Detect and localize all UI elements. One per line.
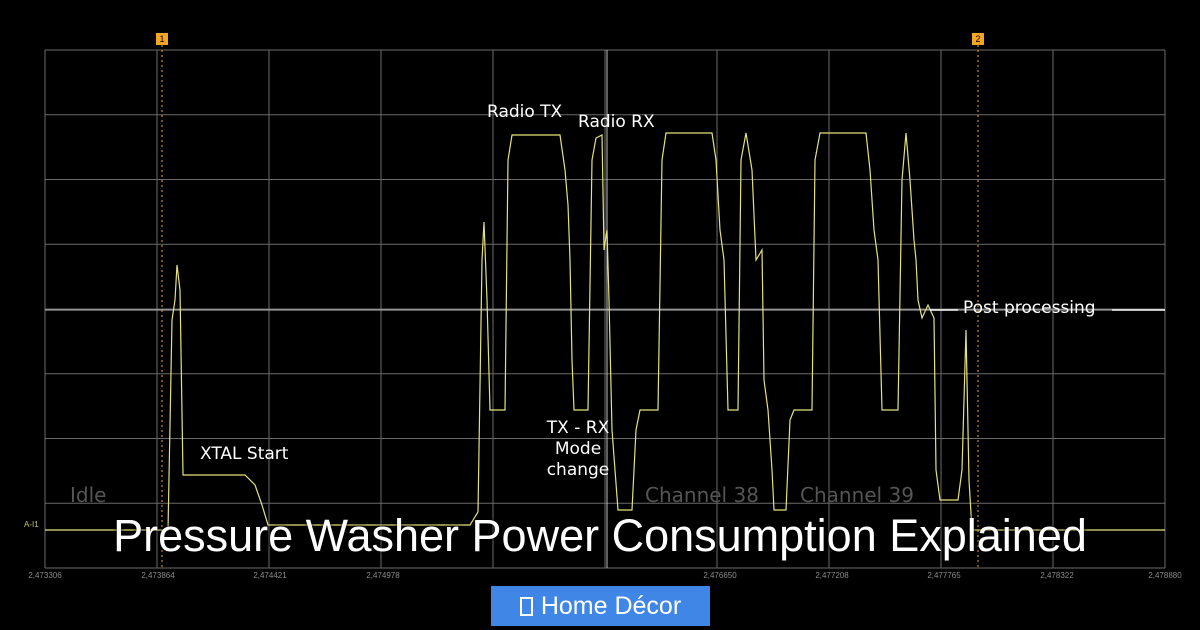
page-title: Pressure Washer Power Consumption Explai… [113, 510, 1087, 561]
annotation-channel-38: Channel 38 [645, 483, 759, 507]
marker-1-flag[interactable]: 1 [156, 33, 168, 45]
annotation-xtal-start: XTAL Start [200, 444, 289, 464]
annotation-mode-change: TX - RX Mode change [546, 418, 610, 480]
folder-icon [519, 596, 533, 616]
power-trace [45, 132, 1165, 531]
category-button[interactable]: Home Décor [491, 586, 710, 626]
x-tick: 2,473864 [141, 571, 175, 580]
x-tick: 2,477208 [815, 571, 849, 580]
category-label: Home Décor [540, 591, 682, 620]
annotation-radio-rx: Radio RX [578, 112, 655, 132]
x-tick: 2,478322 [1040, 571, 1074, 580]
x-tick: 2,478880 [1148, 571, 1182, 580]
annotation-radio-tx: Radio TX [487, 102, 563, 122]
grid [44, 49, 1166, 569]
annotation-channel-39: Channel 39 [800, 483, 914, 507]
channel-label: A-I1 [24, 520, 39, 529]
marker-2-flag[interactable]: 2 [972, 33, 984, 45]
annotation-post-processing: Post processing [963, 298, 1096, 318]
annotation-idle: Idle [70, 483, 107, 507]
x-tick: 2,476650 [703, 571, 737, 580]
x-tick: 2,474978 [366, 571, 400, 580]
x-tick: 2,477765 [927, 571, 961, 580]
x-tick: 2,473306 [28, 571, 62, 580]
x-tick: 2,474421 [253, 571, 287, 580]
